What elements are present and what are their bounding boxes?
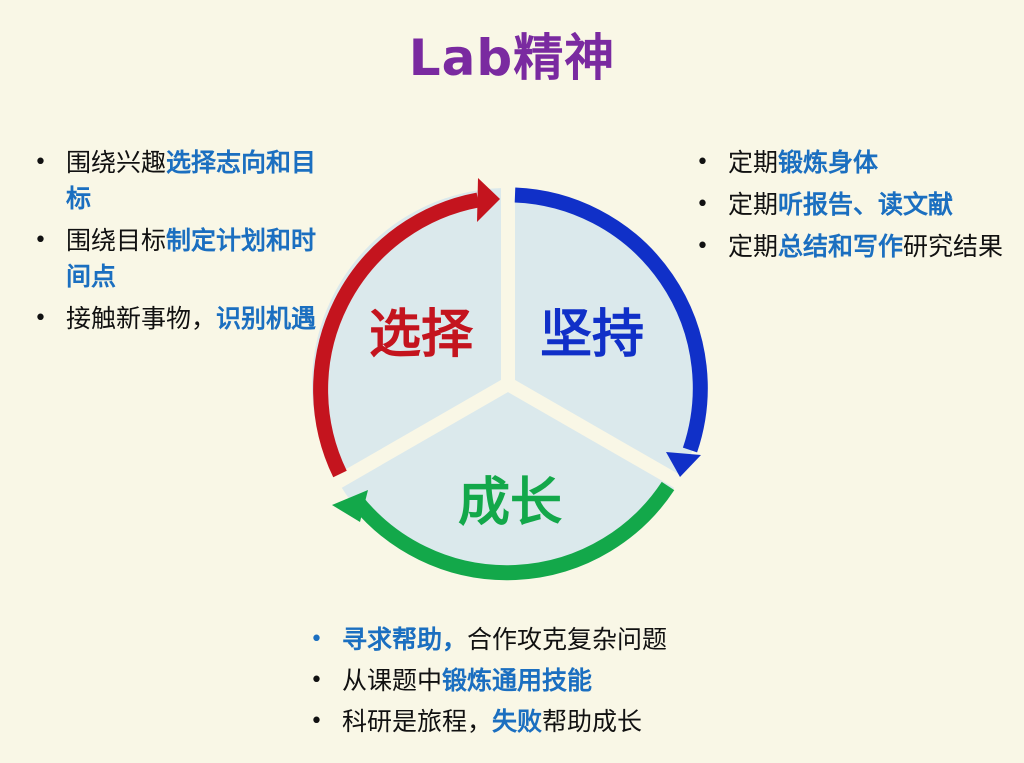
bullet-icon: • — [34, 150, 47, 175]
list-item: •定期锻炼身体 — [692, 145, 1012, 181]
right-bullet-list: •定期锻炼身体 •定期听报告、读文献 •定期总结和写作研究结果 — [692, 145, 1012, 271]
bullet-icon: • — [696, 150, 709, 175]
list-item: •接触新事物，识别机遇 — [30, 301, 330, 337]
bottom-bullet-list: •寻求帮助，合作攻克复杂问题 •从课题中锻炼通用技能 •科研是旅程，失败帮助成长 — [306, 622, 746, 745]
list-item: •寻求帮助，合作攻克复杂问题 — [306, 622, 746, 658]
segment-grow — [338, 384, 678, 580]
green-arrowhead-icon — [332, 490, 368, 522]
separator-line — [504, 377, 684, 490]
label-persist: 坚持 — [540, 305, 644, 365]
bullet-icon: • — [310, 627, 323, 652]
list-item: •围绕兴趣选择志向和目标 — [30, 145, 330, 217]
separator-line — [332, 377, 512, 490]
red-arrowhead-icon — [477, 178, 500, 222]
list-item: •从课题中锻炼通用技能 — [306, 663, 746, 699]
label-choose: 选择 — [369, 305, 474, 365]
page-title: Lab精神 — [408, 29, 616, 87]
list-item: •科研是旅程，失败帮助成长 — [306, 704, 746, 740]
list-item: •定期总结和写作研究结果 — [692, 229, 1012, 265]
blue-arrowhead-icon — [666, 452, 701, 477]
bullet-icon: • — [696, 192, 709, 217]
bullet-icon: • — [310, 709, 323, 734]
red-cycle-arrow — [313, 192, 480, 478]
green-cycle-arrow — [350, 481, 675, 581]
blue-cycle-arrow — [514, 187, 708, 453]
label-grow: 成长 — [458, 473, 562, 533]
left-bullet-list: •围绕兴趣选择志向和目标 •围绕目标制定计划和时间点 •接触新事物，识别机遇 — [30, 145, 330, 343]
list-item: •定期听报告、读文献 — [692, 187, 1012, 223]
bullet-icon: • — [310, 668, 323, 693]
bullet-icon: • — [696, 234, 709, 259]
list-item: •围绕目标制定计划和时间点 — [30, 223, 330, 295]
bullet-icon: • — [34, 228, 47, 253]
bullet-icon: • — [34, 306, 47, 331]
